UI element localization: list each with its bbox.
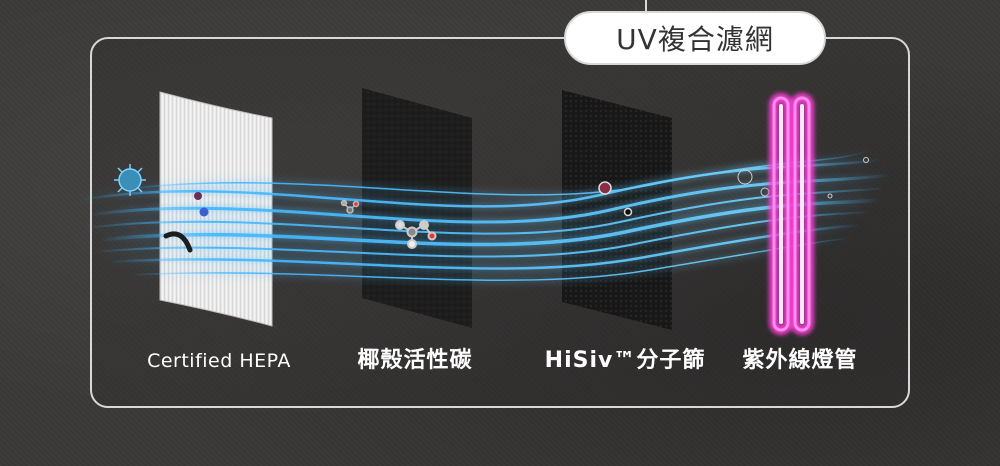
bubble-icon xyxy=(737,169,753,185)
label-carbon: 椰殼活性碳 xyxy=(357,348,473,373)
bubble-icon xyxy=(827,193,833,199)
bubble-icon xyxy=(863,157,869,163)
fiber-icon xyxy=(163,231,193,253)
particle-icon xyxy=(194,192,202,200)
connector-line xyxy=(645,0,647,12)
molecule-icon xyxy=(395,220,437,249)
label-sieve: HiSiv™分子篩 xyxy=(544,348,706,373)
particle-icon xyxy=(623,207,633,217)
label-uv-lamp: 紫外線燈管 xyxy=(742,348,858,373)
virus-icon xyxy=(114,164,146,196)
label-hepa: Certified HEPA xyxy=(147,350,291,372)
title-badge: UV複合濾網 xyxy=(564,11,826,65)
sieve-filter-panel xyxy=(562,90,672,330)
particle-icon xyxy=(199,207,209,217)
molecule-icon xyxy=(340,199,360,214)
bubble-icon xyxy=(760,187,770,197)
uv-lamp-icon xyxy=(769,93,814,335)
particle-icon xyxy=(598,181,612,195)
carbon-filter-panel xyxy=(362,88,472,328)
